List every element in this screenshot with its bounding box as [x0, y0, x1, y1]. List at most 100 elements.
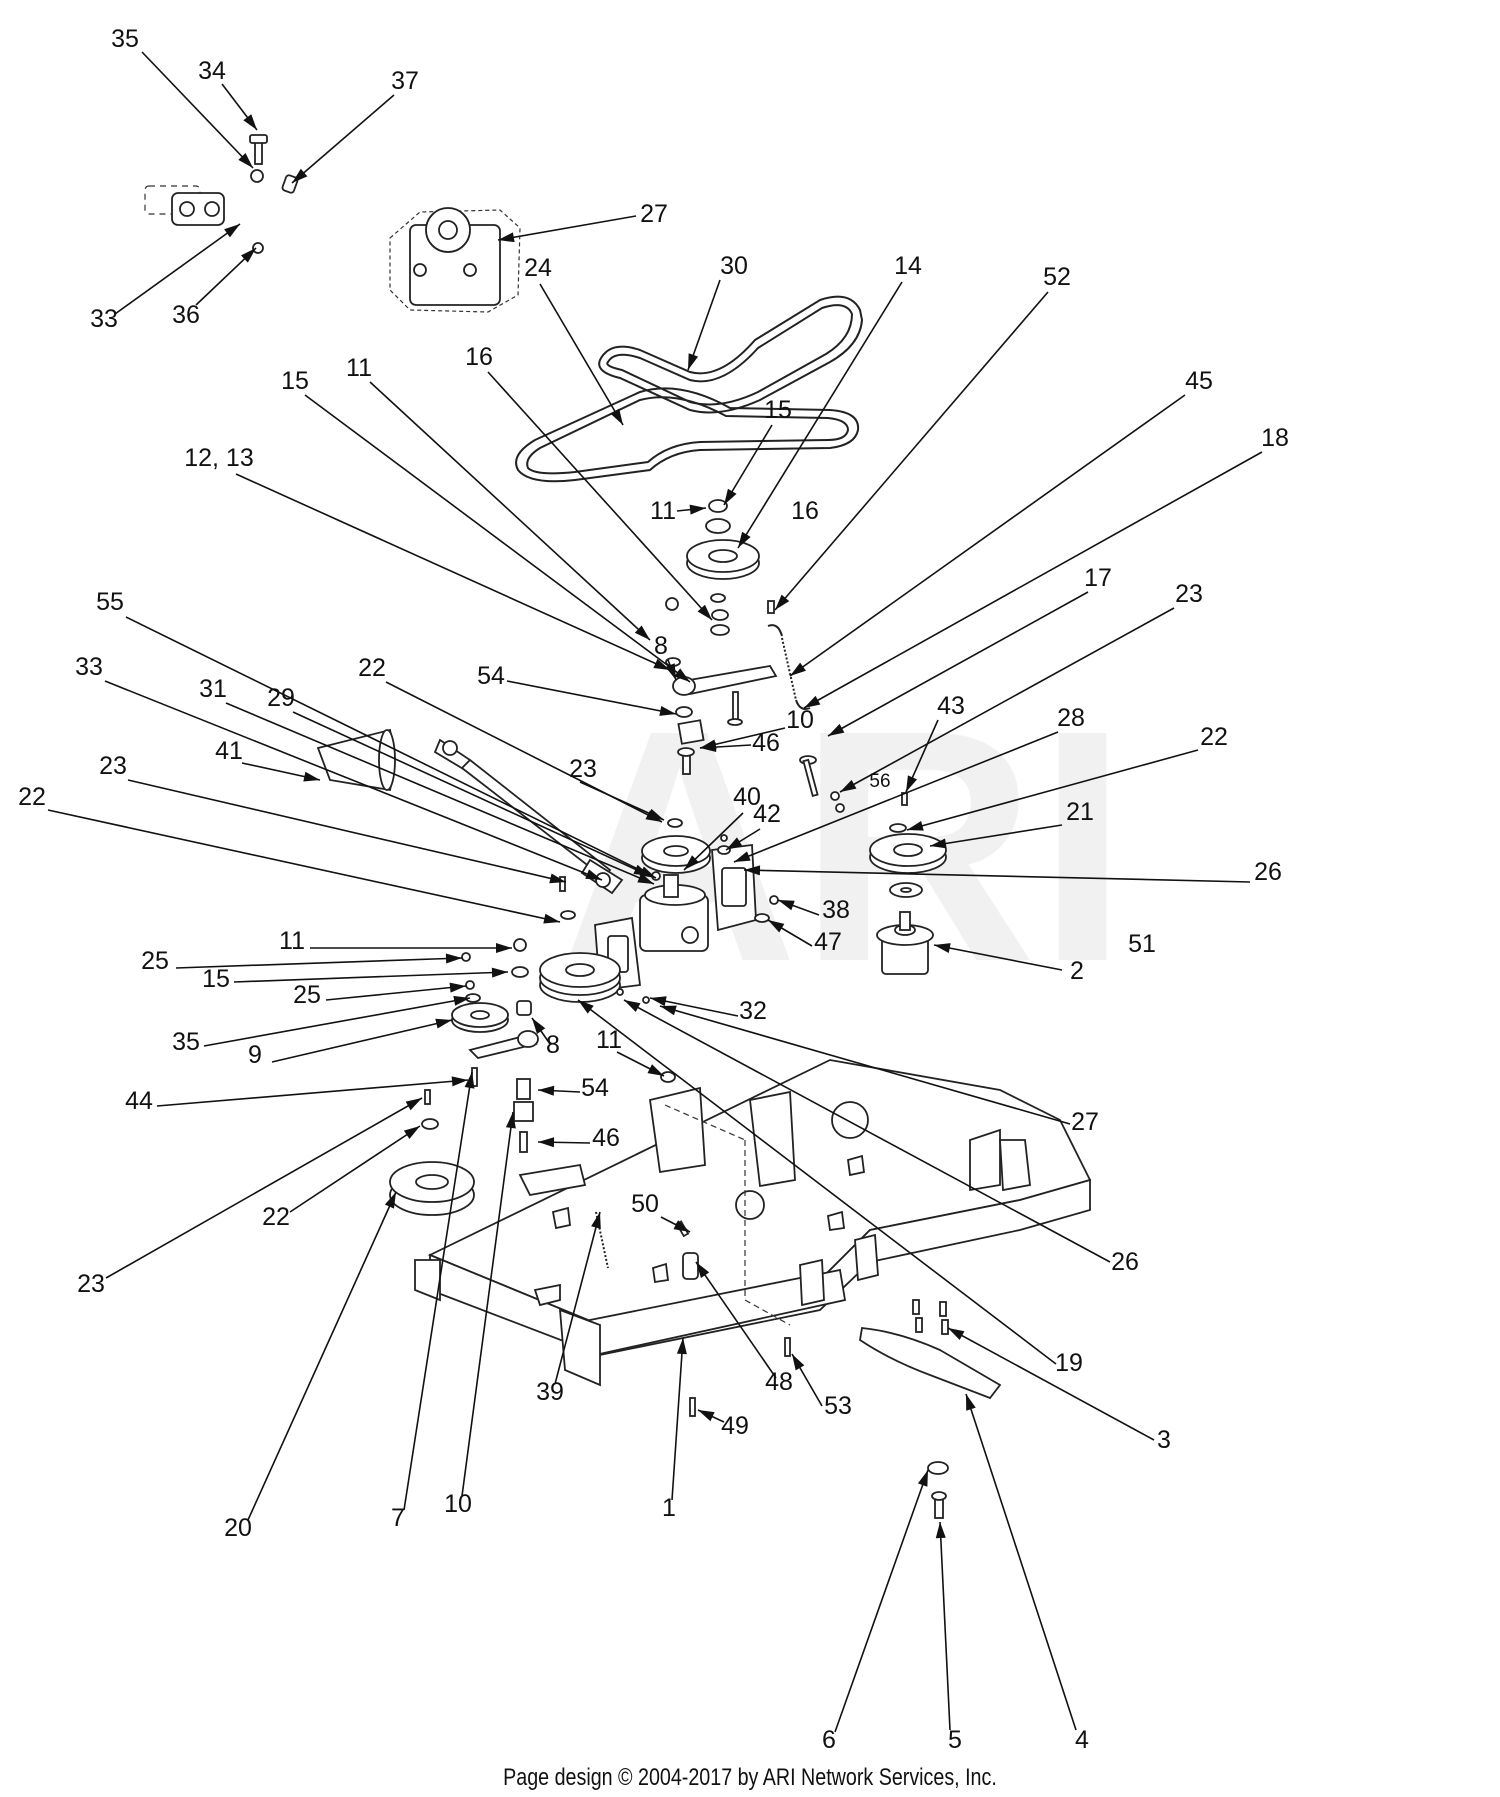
leader-line [47, 809, 561, 923]
callout-3: 3 [1157, 1426, 1171, 1454]
leader-line [292, 711, 651, 877]
leader-line [743, 869, 1251, 883]
callout-49: 49 [721, 1412, 749, 1440]
leader-line [906, 749, 1199, 831]
callout-31: 31 [199, 675, 227, 703]
leader-arrowhead [435, 1018, 452, 1029]
leader-arrowhead [403, 1126, 420, 1139]
leader-line [203, 997, 471, 1047]
callout-10: 10 [786, 706, 814, 734]
leader-line [291, 94, 395, 184]
leader-arrowhead [585, 869, 602, 880]
callout-19: 19 [1055, 1349, 1083, 1377]
leader-arrowhead [778, 900, 795, 911]
leader-arrowhead [538, 1085, 555, 1096]
callout-44: 44 [125, 1087, 153, 1115]
leader-line [461, 1111, 514, 1497]
leader-line [225, 702, 655, 885]
leader-line [671, 1337, 684, 1501]
leader-line [104, 680, 603, 881]
callout-7: 7 [391, 1504, 405, 1532]
leader-line [403, 1071, 473, 1511]
leader-arrowhead [906, 775, 918, 792]
leader-line [506, 680, 677, 715]
leader-arrowhead [684, 855, 699, 870]
leader-arrowhead [790, 662, 806, 676]
leader-line [487, 371, 713, 621]
leader-line [827, 591, 1089, 737]
leader-arrowhead [578, 1000, 594, 1014]
leader-arrowhead [734, 851, 751, 862]
leader-arrowhead [966, 1394, 976, 1411]
callout-23: 23 [1175, 580, 1203, 608]
leader-line [554, 1211, 601, 1385]
callout-25: 25 [293, 981, 321, 1009]
leader-line [539, 283, 624, 426]
leader-line [127, 779, 567, 883]
leader-line [114, 223, 241, 315]
callout-11: 11 [279, 927, 305, 955]
callout-33: 33 [75, 653, 103, 681]
callout-16: 16 [791, 497, 819, 525]
callout-22: 22 [358, 654, 386, 682]
leader-line [929, 824, 1063, 847]
leader-line [695, 1261, 777, 1379]
leader-line [803, 451, 1263, 709]
leader-arrowhead [700, 742, 717, 753]
blade-assembly [859, 1299, 1002, 1519]
leader-arrowhead [676, 1338, 687, 1355]
leader-arrowhead [610, 408, 623, 425]
leader-arrowhead [840, 779, 857, 792]
leader-arrowhead [549, 873, 566, 884]
callout-55: 55 [96, 588, 124, 616]
leader-arrowhead [591, 1212, 601, 1229]
leader-lines [47, 51, 1263, 1733]
leader-arrowhead [698, 1410, 715, 1422]
callout-18: 18 [1261, 424, 1289, 452]
leader-arrowhead [828, 723, 845, 736]
center-gearbox-assembly [594, 818, 779, 992]
callout-21: 21 [1066, 798, 1094, 826]
leader-line [247, 1191, 397, 1521]
callout-23: 23 [77, 1270, 105, 1298]
callout-34: 34 [198, 57, 226, 85]
callout-11: 11 [596, 1026, 622, 1054]
callout-29: 29 [267, 684, 295, 712]
leader-arrowhead [496, 943, 512, 953]
leader-arrowhead [224, 224, 240, 238]
callout-10: 10 [444, 1490, 472, 1518]
leader-line [737, 281, 903, 549]
leader-arrowhead [303, 771, 320, 782]
leader-line [834, 1469, 929, 1733]
callout-33: 33 [90, 305, 118, 333]
callout-5: 5 [948, 1726, 962, 1754]
leader-arrowhead [744, 865, 761, 876]
leader-arrowhead [633, 864, 650, 876]
leader-line [141, 51, 254, 169]
leader-arrowhead [724, 488, 737, 505]
leader-arrowhead [935, 1522, 946, 1539]
callout-27: 27 [640, 200, 668, 228]
leader-arrowhead [405, 1098, 422, 1111]
leader-arrowhead [543, 913, 560, 924]
leader-line [369, 381, 651, 641]
callout-30: 30 [720, 252, 748, 280]
leader-line [105, 1097, 423, 1279]
leader-arrowhead [696, 1262, 710, 1279]
callout-35: 35 [111, 25, 139, 53]
callout-14: 14 [894, 252, 922, 280]
leader-line [839, 607, 1175, 793]
leader-arrowhead [624, 1000, 641, 1012]
callout-24: 24 [524, 254, 552, 282]
leader-arrowhead [449, 982, 466, 993]
callout-39: 39 [536, 1378, 564, 1406]
pulley-lower-left [389, 1161, 475, 1216]
callout-45: 45 [1185, 367, 1213, 395]
leader-line [939, 1521, 951, 1731]
leader-arrowhead [238, 152, 253, 168]
callout-9: 9 [248, 1041, 262, 1069]
u-joint-assembly [144, 134, 299, 254]
callout-15: 15 [764, 396, 792, 424]
callout-17: 17 [1084, 564, 1112, 592]
